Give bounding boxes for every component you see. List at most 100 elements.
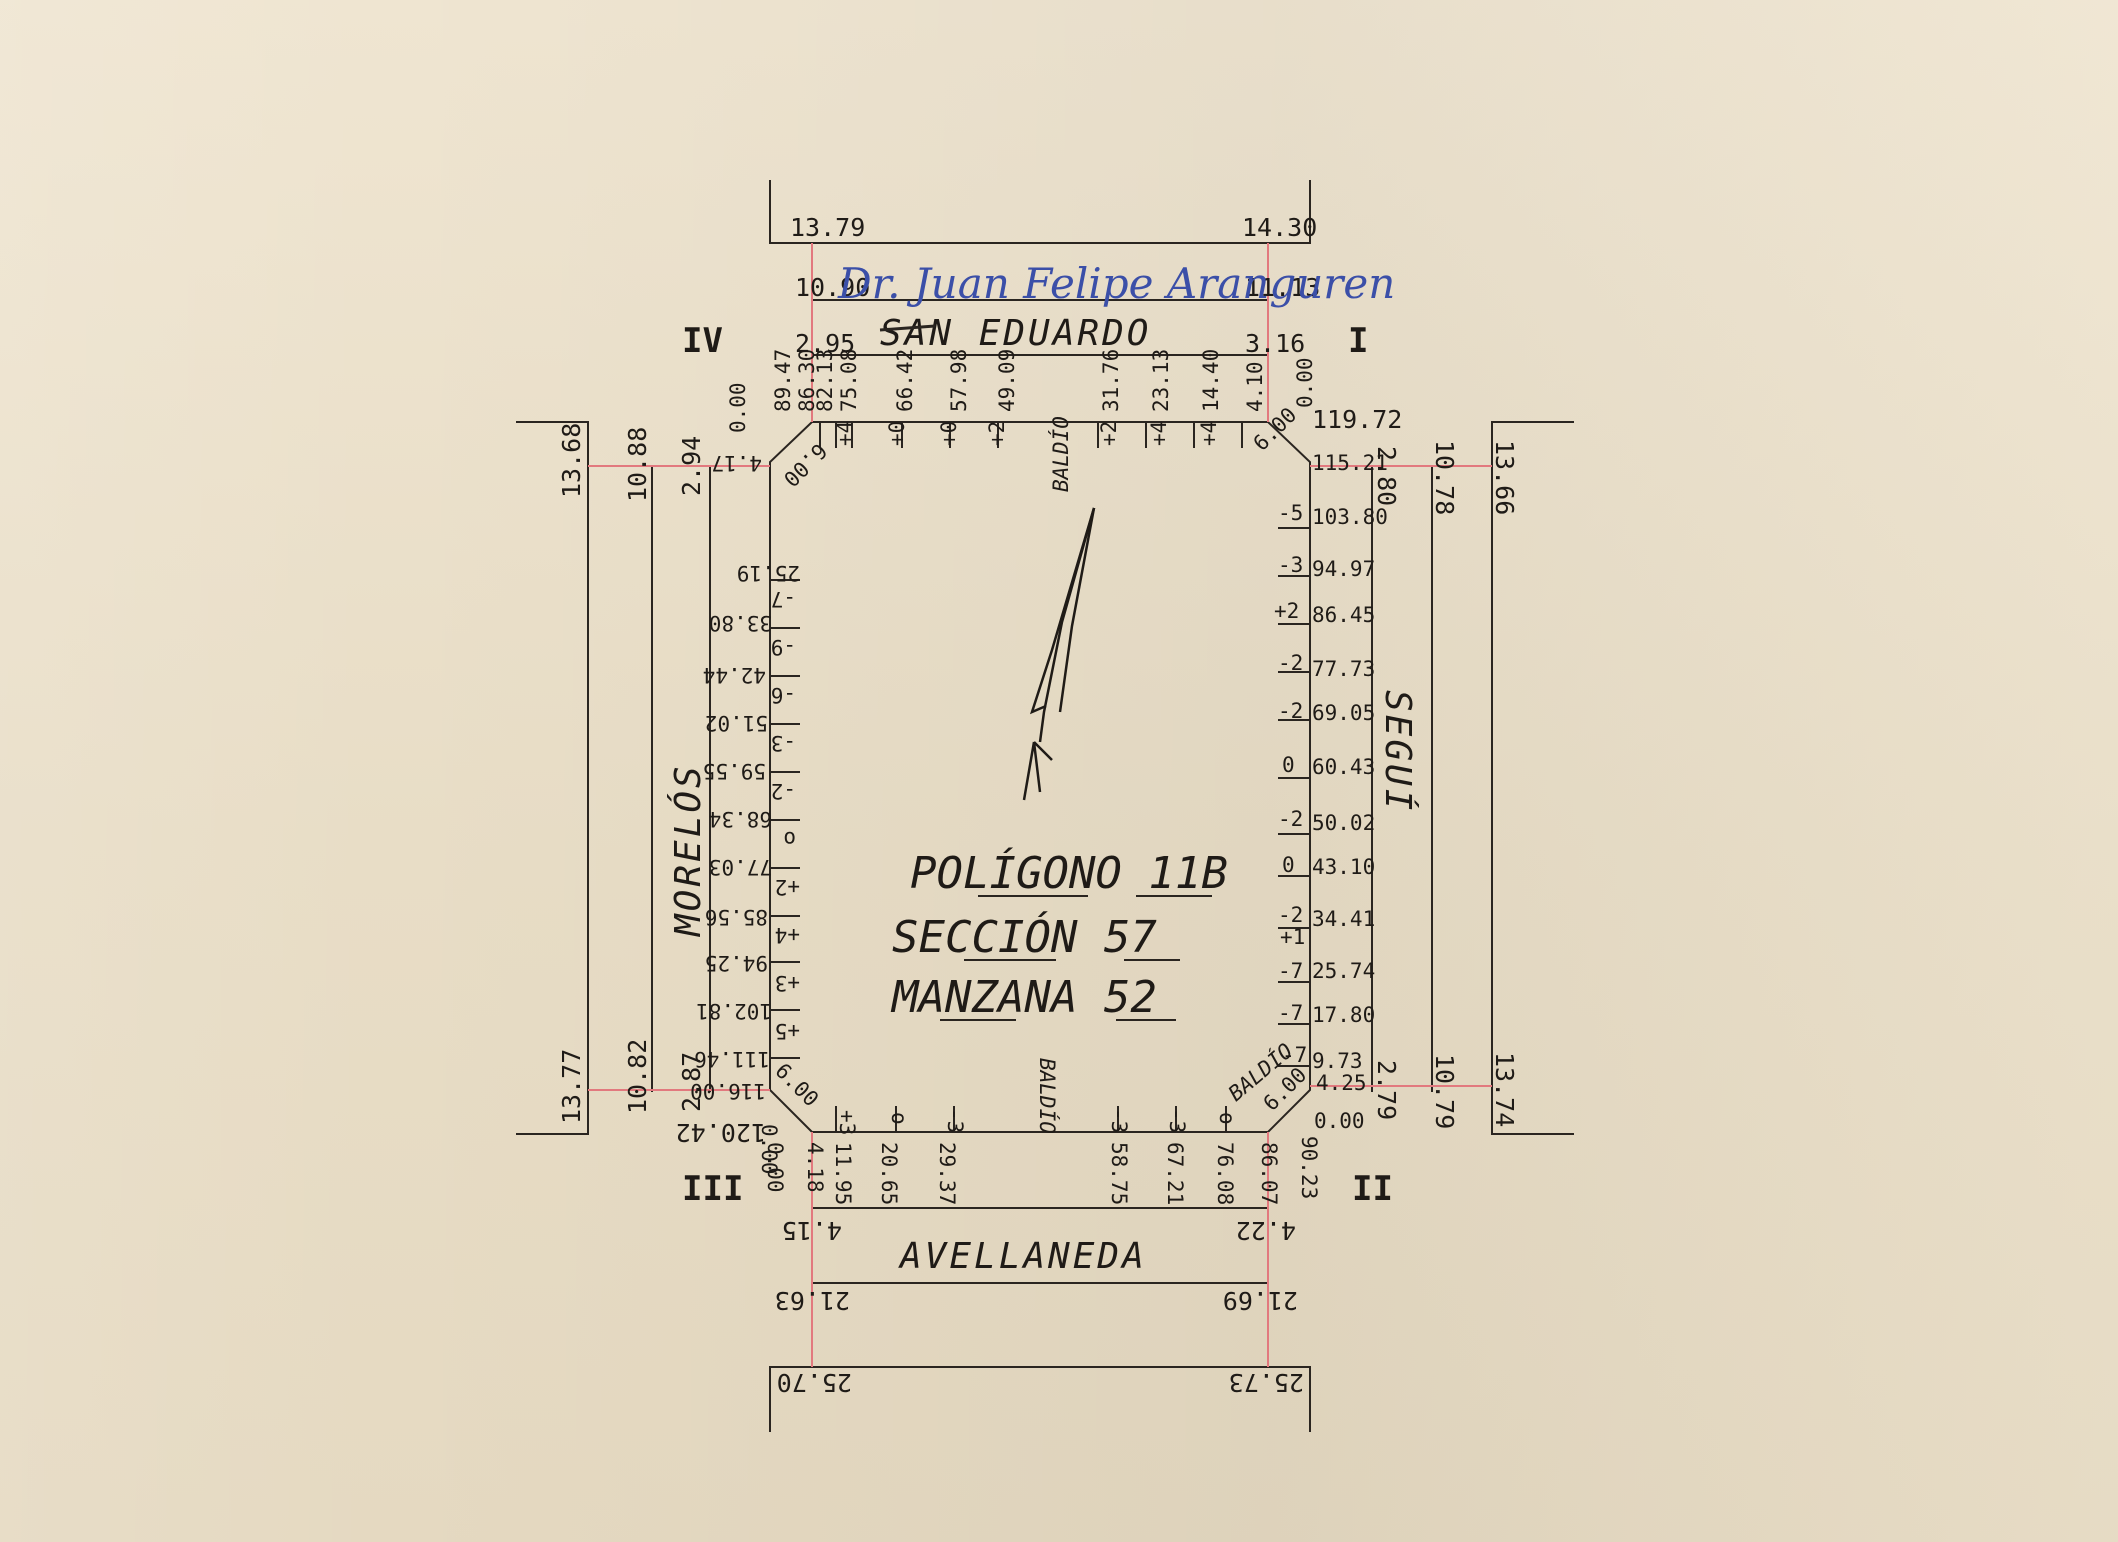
north-station-5: 57.98 bbox=[947, 349, 971, 412]
north-station-2: 82.13 bbox=[813, 349, 837, 412]
north-level-left-1: 13.79 bbox=[790, 213, 865, 242]
west-diff-3: -6 bbox=[771, 683, 796, 707]
east-diff-10: -2 bbox=[1278, 903, 1303, 927]
east-station-10: 34.41 bbox=[1312, 907, 1375, 931]
north-level-left-2: 10.90 bbox=[795, 273, 870, 302]
south-level-left-3: 25.70 bbox=[777, 1368, 852, 1397]
west-diff-5: -2 bbox=[771, 779, 796, 803]
west-station-3: 33.80 bbox=[709, 611, 772, 635]
street-name-north-handwritten: Dr. Juan Felipe Aranguren bbox=[837, 259, 1395, 308]
east-diff-13: -7 bbox=[1282, 1043, 1307, 1067]
east-diff-2: -5 bbox=[1278, 501, 1303, 525]
east-diff-8: -2 bbox=[1278, 807, 1303, 831]
south-side-stations: 90.23 0.00 4.18 11.95 20.65 29.37 58.75 … bbox=[763, 1058, 1321, 1205]
north-station-1: 86.30 bbox=[795, 349, 819, 412]
north-corner: 89.47 bbox=[771, 349, 795, 412]
west-level-bottom-2: 10.82 bbox=[623, 1039, 652, 1114]
west-chamfer-bottom: 6.00 bbox=[770, 1059, 823, 1112]
title-poligono: POLÍGONO 11B bbox=[910, 846, 1228, 899]
west-diff-10: +5 bbox=[775, 1019, 800, 1043]
north-station-7: 31.76 bbox=[1099, 349, 1123, 412]
south-level-right-2: 21.69 bbox=[1223, 1286, 1298, 1315]
east-diff-3: -3 bbox=[1278, 553, 1303, 577]
west-station-9: 85.56 bbox=[705, 905, 768, 929]
south-station-8: 86.07 bbox=[1257, 1142, 1281, 1205]
south-station-5: 58.75 bbox=[1107, 1142, 1131, 1205]
south-diff-1: +3 bbox=[835, 1110, 859, 1135]
east-station-13: 9.73 bbox=[1312, 1049, 1363, 1073]
south-diff-4: -3 bbox=[1107, 1108, 1131, 1133]
east-station-9: 43.10 bbox=[1312, 855, 1375, 879]
west-level-top-3: 2.94 bbox=[677, 436, 706, 496]
west-corner: 120.42 bbox=[676, 1118, 766, 1147]
south-diff-6: o bbox=[1215, 1112, 1239, 1125]
east-diff-extra: +1 bbox=[1280, 925, 1305, 949]
west-station-12: 111.46 bbox=[694, 1047, 770, 1071]
red-reference-lines bbox=[588, 243, 1492, 1367]
north-street-outline bbox=[769, 180, 1311, 356]
title-block: POLÍGONO 11B SECCIÓN 57 MANZANA 52 bbox=[890, 846, 1228, 1023]
east-level-top-1: 2.80 bbox=[1372, 446, 1401, 506]
east-diff-12: -7 bbox=[1278, 1001, 1303, 1025]
north-diff-3: +4 bbox=[833, 421, 857, 446]
east-level-bottom-2: 10.79 bbox=[1430, 1054, 1459, 1129]
title-seccion: SECCIÓN 57 bbox=[892, 910, 1157, 963]
east-station-6: 69.05 bbox=[1312, 701, 1375, 725]
quadrant-iii: III bbox=[682, 1169, 743, 1209]
south-zero: 0.00 bbox=[763, 1142, 787, 1193]
south-station-1: 4.18 bbox=[803, 1142, 827, 1193]
west-level-bottom-1: 13.77 bbox=[557, 1049, 586, 1124]
west-station-6: 59.55 bbox=[703, 759, 766, 783]
west-station-5: 51.02 bbox=[705, 711, 768, 735]
west-station-10: 94.25 bbox=[705, 951, 768, 975]
north-zero: 0.00 bbox=[726, 382, 750, 433]
north-diff-7: +2 bbox=[1097, 421, 1121, 446]
title-manzana: MANZANA 52 bbox=[890, 972, 1157, 1023]
north-level-right-1: 14.30 bbox=[1242, 213, 1317, 242]
north-diff-6: +2 bbox=[985, 421, 1009, 446]
west-station-1: 4.17 bbox=[711, 451, 762, 475]
north-level-left-3: 2.95 bbox=[795, 329, 855, 358]
south-diff-3: -3 bbox=[943, 1108, 967, 1133]
north-station-4: 66.42 bbox=[893, 349, 917, 412]
west-level-top-2: 10.88 bbox=[623, 427, 652, 502]
east-station-1: 115.21 bbox=[1312, 451, 1388, 475]
street-name-west: MORELÓS bbox=[667, 763, 709, 938]
west-diff-7: +2 bbox=[775, 875, 800, 899]
north-level-right-3: 3.16 bbox=[1245, 329, 1305, 358]
west-station-13: 116.00 bbox=[690, 1079, 766, 1103]
south-level-left-1: 4.15 bbox=[782, 1216, 842, 1245]
baldio-north: BALDÍO bbox=[1048, 416, 1073, 492]
south-station-4: 29.37 bbox=[935, 1142, 959, 1205]
west-ticks bbox=[770, 579, 800, 1059]
east-zero: 0.00 bbox=[1314, 1109, 1365, 1133]
south-level-left-2: 21.63 bbox=[775, 1286, 850, 1315]
west-station-4: 42.44 bbox=[703, 663, 766, 687]
strike-through bbox=[879, 324, 936, 332]
north-station-6: 49.09 bbox=[995, 349, 1019, 412]
east-diff-11: -7 bbox=[1278, 959, 1303, 983]
west-diff-4: -3 bbox=[771, 731, 796, 755]
quadrant-iv: IV bbox=[682, 321, 723, 361]
east-station-14: 4.25 bbox=[1316, 1071, 1367, 1095]
east-station-8: 50.02 bbox=[1312, 811, 1375, 835]
south-station-7: 76.08 bbox=[1213, 1142, 1237, 1205]
east-level-bottom-3: 13.74 bbox=[1490, 1052, 1519, 1127]
east-station-3: 94.97 bbox=[1312, 557, 1375, 581]
east-corner: 119.72 bbox=[1312, 405, 1402, 434]
east-diff-6: -2 bbox=[1278, 699, 1303, 723]
north-station-10: 4.10 bbox=[1243, 361, 1267, 412]
east-zero-top: 0.00 bbox=[1293, 357, 1317, 408]
west-diff-2: -9 bbox=[771, 635, 796, 659]
north-arrow-icon bbox=[1022, 507, 1096, 801]
south-corner: 90.23 bbox=[1297, 1136, 1321, 1199]
west-diff-6: o bbox=[783, 827, 796, 851]
south-station-3: 20.65 bbox=[877, 1142, 901, 1205]
quadrant-i: I bbox=[1348, 321, 1368, 361]
east-ticks bbox=[1278, 527, 1310, 1067]
west-street-outline bbox=[516, 421, 711, 1135]
quadrant-ii: II bbox=[1352, 1169, 1393, 1209]
north-diff-9: +4 bbox=[1197, 421, 1221, 446]
south-station-2: 11.95 bbox=[831, 1142, 855, 1205]
